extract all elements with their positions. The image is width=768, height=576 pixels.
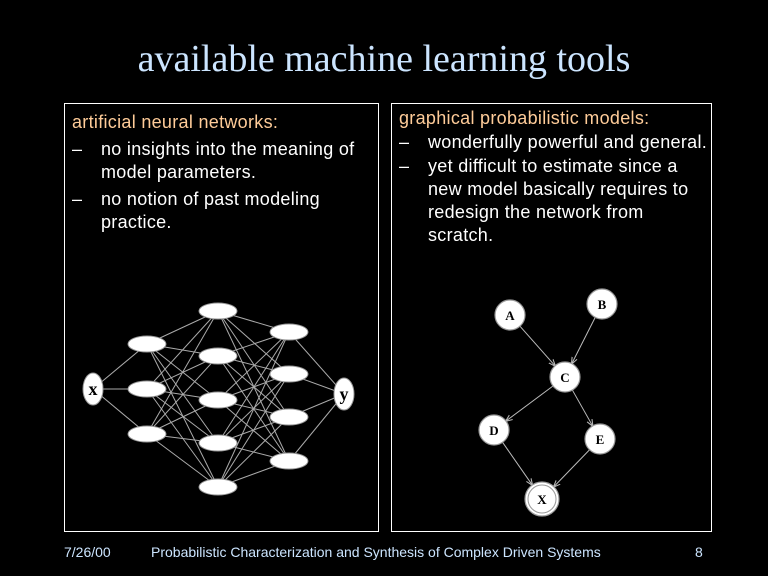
edge-D-X [502,442,533,485]
node-E: E [584,423,616,455]
connection [146,310,219,390]
panel-heading: graphical probabilistic models: [399,108,650,128]
edge-E-X [554,449,590,487]
connection [217,331,290,444]
connection [288,331,345,395]
bullet-text: no notion of past modeling practice. [101,189,320,232]
connection [146,355,219,435]
graphical-models-panel: graphical probabilistic models: –wonderf… [391,103,712,532]
variable-nodes: A B C D E X [478,288,618,517]
footer-date: 7/26/00 [64,544,111,560]
node-label: D [489,423,498,438]
output-node [333,377,355,411]
node-D: D [478,414,510,446]
bullet-item: –wonderfully powerful and general. [399,131,709,154]
hidden-neuron [198,302,238,320]
node-X: X [524,481,560,517]
node-B: B [586,288,618,320]
hidden-neuron [269,452,309,470]
output-label: y [340,384,349,404]
edge-A-C [519,325,555,366]
bullet-list: –no insights into the meaning of model p… [72,138,372,234]
input-node [82,372,104,406]
node-label: B [598,297,607,312]
hidden-neuron [198,347,238,365]
connection [288,393,345,462]
node-C: C [549,361,581,393]
hidden-neuron [127,380,167,398]
connection [217,331,290,401]
hidden-neuron [269,365,309,383]
hidden-neuron [198,478,238,496]
node-circle [586,288,618,320]
dash-marker: – [72,189,83,209]
hidden-neuron [198,391,238,409]
connection [146,388,219,444]
connection [217,416,290,488]
edge-C-E [571,389,592,426]
bayesian-network-diagram: A B C D E X [478,288,618,517]
connection [217,373,290,488]
hidden-neuron [269,408,309,426]
bullet-item: –no notion of past modeling practice. [72,188,372,234]
node-label: E [596,432,605,447]
node-circle [584,423,616,455]
connection [217,331,290,488]
connection [146,433,219,488]
node-label: X [537,492,547,507]
node-label: C [560,370,569,385]
node-A: A [494,299,526,331]
edge-C-D [506,385,554,421]
bullet-text: yet difficult to estimate since a new mo… [428,156,689,245]
dependency-edges [502,317,596,487]
node-circle [524,481,560,517]
node-label: A [505,308,515,323]
panel-heading: artificial neural networks: [72,112,279,132]
edge-B-C [572,317,596,363]
dash-marker: – [72,139,83,159]
connection [146,343,219,444]
hidden-neuron [127,425,167,443]
connection [217,310,290,375]
page-number: 8 [695,544,703,560]
input-label: x [89,379,98,399]
bullet-list: –wonderfully powerful and general. –yet … [399,131,709,247]
bullet-text: wonderfully powerful and general. [428,132,708,152]
hidden-neuron [127,335,167,353]
node-circle [494,299,526,331]
dash-marker: – [399,132,410,152]
hidden-neuron [198,434,238,452]
node-inner-ring [527,484,557,514]
node-circle [549,361,581,393]
connection [146,310,219,435]
node-circle [478,414,510,446]
footer-title: Probabilistic Characterization and Synth… [151,544,601,560]
neural-networks-panel: artificial neural networks: –no insights… [64,103,379,532]
hidden-neuron [269,323,309,341]
bullet-text: no insights into the meaning of model pa… [101,139,355,182]
dash-marker: – [399,156,410,176]
slide-title: available machine learning tools [137,38,631,80]
bullet-item: –no insights into the meaning of model p… [72,138,372,184]
connection [217,310,290,418]
bullet-item: –yet difficult to estimate since a new m… [399,155,709,247]
